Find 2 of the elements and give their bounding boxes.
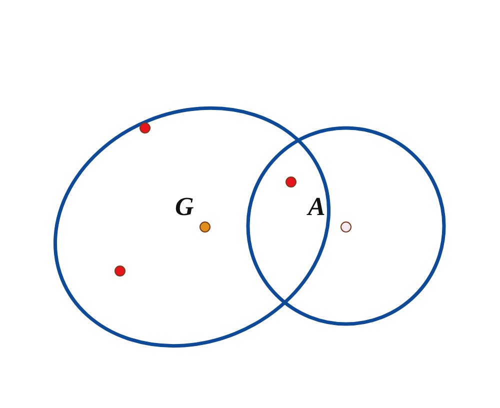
point-label: G	[175, 194, 194, 220]
point-label: A	[308, 194, 326, 220]
